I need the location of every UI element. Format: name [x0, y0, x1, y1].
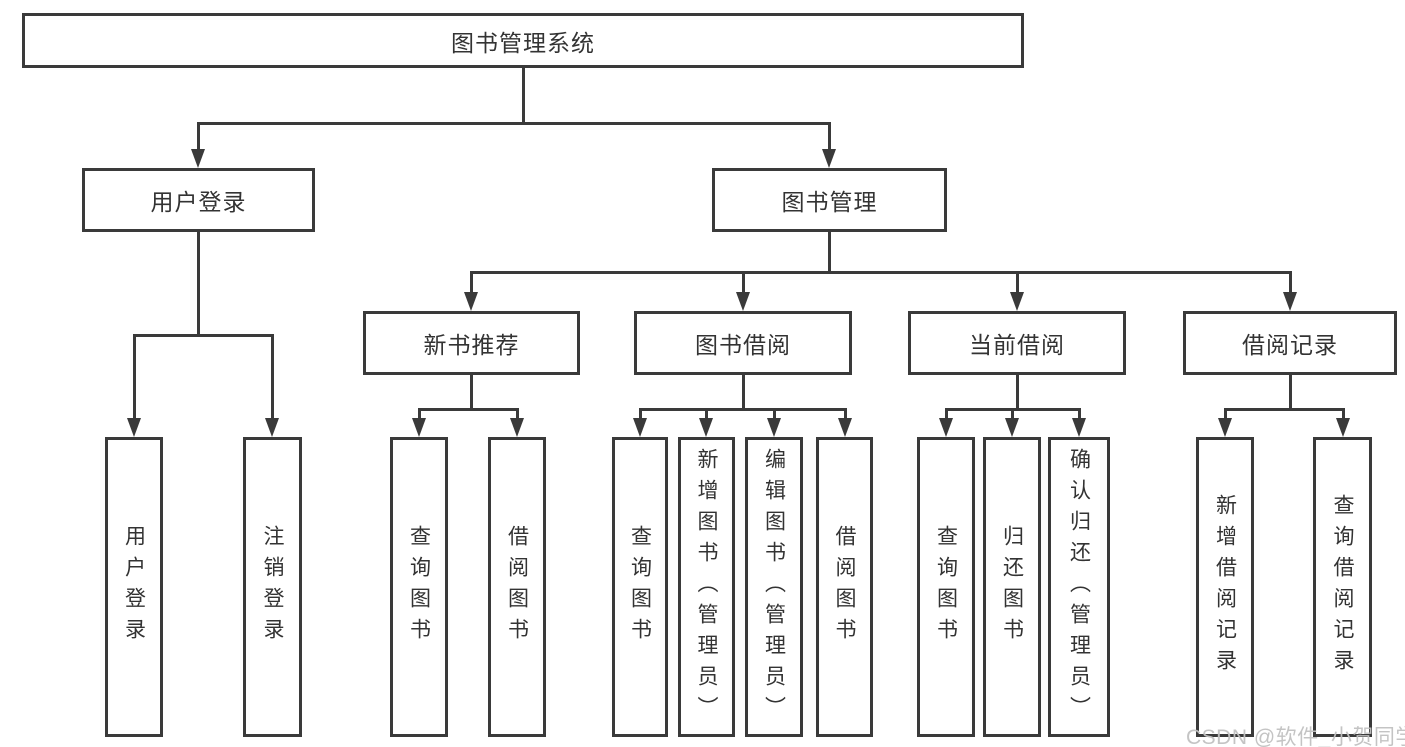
connector-line [1016, 271, 1019, 295]
node-library-system-label: 图书管理系统 [451, 29, 595, 56]
connector-line [418, 408, 421, 421]
node-borrowing-records-label: 借阅记录 [1242, 332, 1338, 358]
leaf-current-return-book: 归还图书 [983, 437, 1041, 737]
arrowhead-down-icon [412, 418, 426, 437]
leaf-recommend-borrow-book: 借阅图书 [488, 437, 546, 737]
leaf-borrowing-edit-book-admin-label: 编辑图书（管理员） [762, 447, 786, 727]
node-current-borrowing-label: 当前借阅 [969, 332, 1065, 358]
node-current-borrowing: 当前借阅 [908, 311, 1126, 375]
connector-line [516, 408, 519, 421]
arrowhead-down-icon [633, 418, 647, 437]
node-library-system: 图书管理系统 [22, 13, 1024, 68]
arrowhead-down-icon [699, 418, 713, 437]
leaf-current-confirm-return-admin-label: 确认归还（管理员） [1067, 447, 1091, 727]
connector-line [1224, 408, 1227, 421]
arrowhead-down-icon [1283, 292, 1297, 311]
connector-line [639, 408, 846, 411]
leaf-borrowing-borrow-book-label: 借阅图书 [833, 525, 856, 649]
leaf-logout-label: 注销登录 [261, 525, 284, 649]
connector-line [945, 408, 948, 421]
arrowhead-down-icon [510, 418, 524, 437]
arrowhead-down-icon [838, 418, 852, 437]
leaf-current-query-book-label: 查询图书 [934, 525, 958, 649]
arrowhead-down-icon [1072, 418, 1086, 437]
leaf-records-add-record-label: 新增借阅记录 [1213, 494, 1237, 680]
leaf-borrowing-query-book: 查询图书 [612, 437, 668, 737]
connector-line [742, 375, 745, 411]
arrowhead-down-icon [127, 418, 141, 437]
leaf-borrowing-add-book-admin-label: 新增图书（管理员） [695, 447, 718, 727]
leaf-records-add-record: 新增借阅记录 [1196, 437, 1254, 737]
node-borrowing-records: 借阅记录 [1183, 311, 1397, 375]
leaf-borrowing-edit-book-admin: 编辑图书（管理员） [745, 437, 803, 737]
connector-line [133, 334, 274, 337]
connector-line [639, 408, 642, 421]
connector-line [742, 271, 745, 295]
connector-line [1289, 375, 1292, 411]
arrowhead-down-icon [822, 149, 836, 168]
arrowhead-down-icon [1010, 292, 1024, 311]
connector-line [844, 408, 847, 421]
connector-line [197, 232, 200, 337]
node-book-management-label: 图书管理 [781, 189, 878, 215]
connector-line [773, 408, 776, 421]
arrowhead-down-icon [767, 418, 781, 437]
node-book-borrowing: 图书借阅 [634, 311, 852, 375]
leaf-user-login-label: 用户登录 [122, 525, 146, 649]
arrowhead-down-icon [464, 292, 478, 311]
connector-line [1016, 375, 1019, 411]
node-book-management: 图书管理 [712, 168, 947, 232]
connector-line [828, 232, 831, 274]
connector-line [828, 122, 831, 151]
arrowhead-down-icon [939, 418, 953, 437]
connector-line [418, 408, 518, 411]
arrowhead-down-icon [265, 418, 279, 437]
leaf-current-query-book: 查询图书 [917, 437, 975, 737]
connector-line [197, 122, 831, 125]
node-new-book-recommend-label: 新书推荐 [423, 332, 520, 358]
connector-line [705, 408, 708, 421]
connector-line [1289, 271, 1292, 295]
leaf-logout: 注销登录 [243, 437, 302, 737]
arrowhead-down-icon [736, 292, 750, 311]
csdn-watermark: CSDN @软件_小贺同学 [1186, 726, 1405, 747]
node-new-book-recommend: 新书推荐 [363, 311, 580, 375]
connector-line [1224, 408, 1344, 411]
connector-line [522, 68, 525, 125]
leaf-borrowing-add-book-admin: 新增图书（管理员） [678, 437, 735, 737]
leaf-user-login: 用户登录 [105, 437, 163, 737]
connector-line [470, 375, 473, 411]
node-user-login: 用户登录 [82, 168, 315, 232]
leaf-recommend-borrow-book-label: 借阅图书 [505, 525, 529, 649]
node-user-login-label: 用户登录 [150, 189, 247, 215]
connector-line [1011, 408, 1014, 421]
arrowhead-down-icon [1218, 418, 1232, 437]
connector-line [133, 334, 136, 420]
connector-line [1342, 408, 1345, 421]
leaf-current-return-book-label: 归还图书 [1000, 525, 1024, 649]
connector-line [470, 271, 473, 295]
arrowhead-down-icon [191, 149, 205, 168]
arrowhead-down-icon [1336, 418, 1350, 437]
leaf-borrowing-query-book-label: 查询图书 [628, 525, 652, 649]
connector-line [1078, 408, 1081, 421]
leaf-recommend-query-book-label: 查询图书 [407, 525, 431, 649]
leaf-records-query-record-label: 查询借阅记录 [1331, 494, 1354, 680]
node-book-borrowing-label: 图书借阅 [695, 332, 791, 358]
arrowhead-down-icon [1005, 418, 1019, 437]
leaf-current-confirm-return-admin: 确认归还（管理员） [1048, 437, 1110, 737]
connector-line [197, 122, 200, 151]
connector-line [470, 271, 1292, 274]
leaf-records-query-record: 查询借阅记录 [1313, 437, 1372, 737]
leaf-borrowing-borrow-book: 借阅图书 [816, 437, 873, 737]
leaf-recommend-query-book: 查询图书 [390, 437, 448, 737]
connector-line [271, 334, 274, 420]
